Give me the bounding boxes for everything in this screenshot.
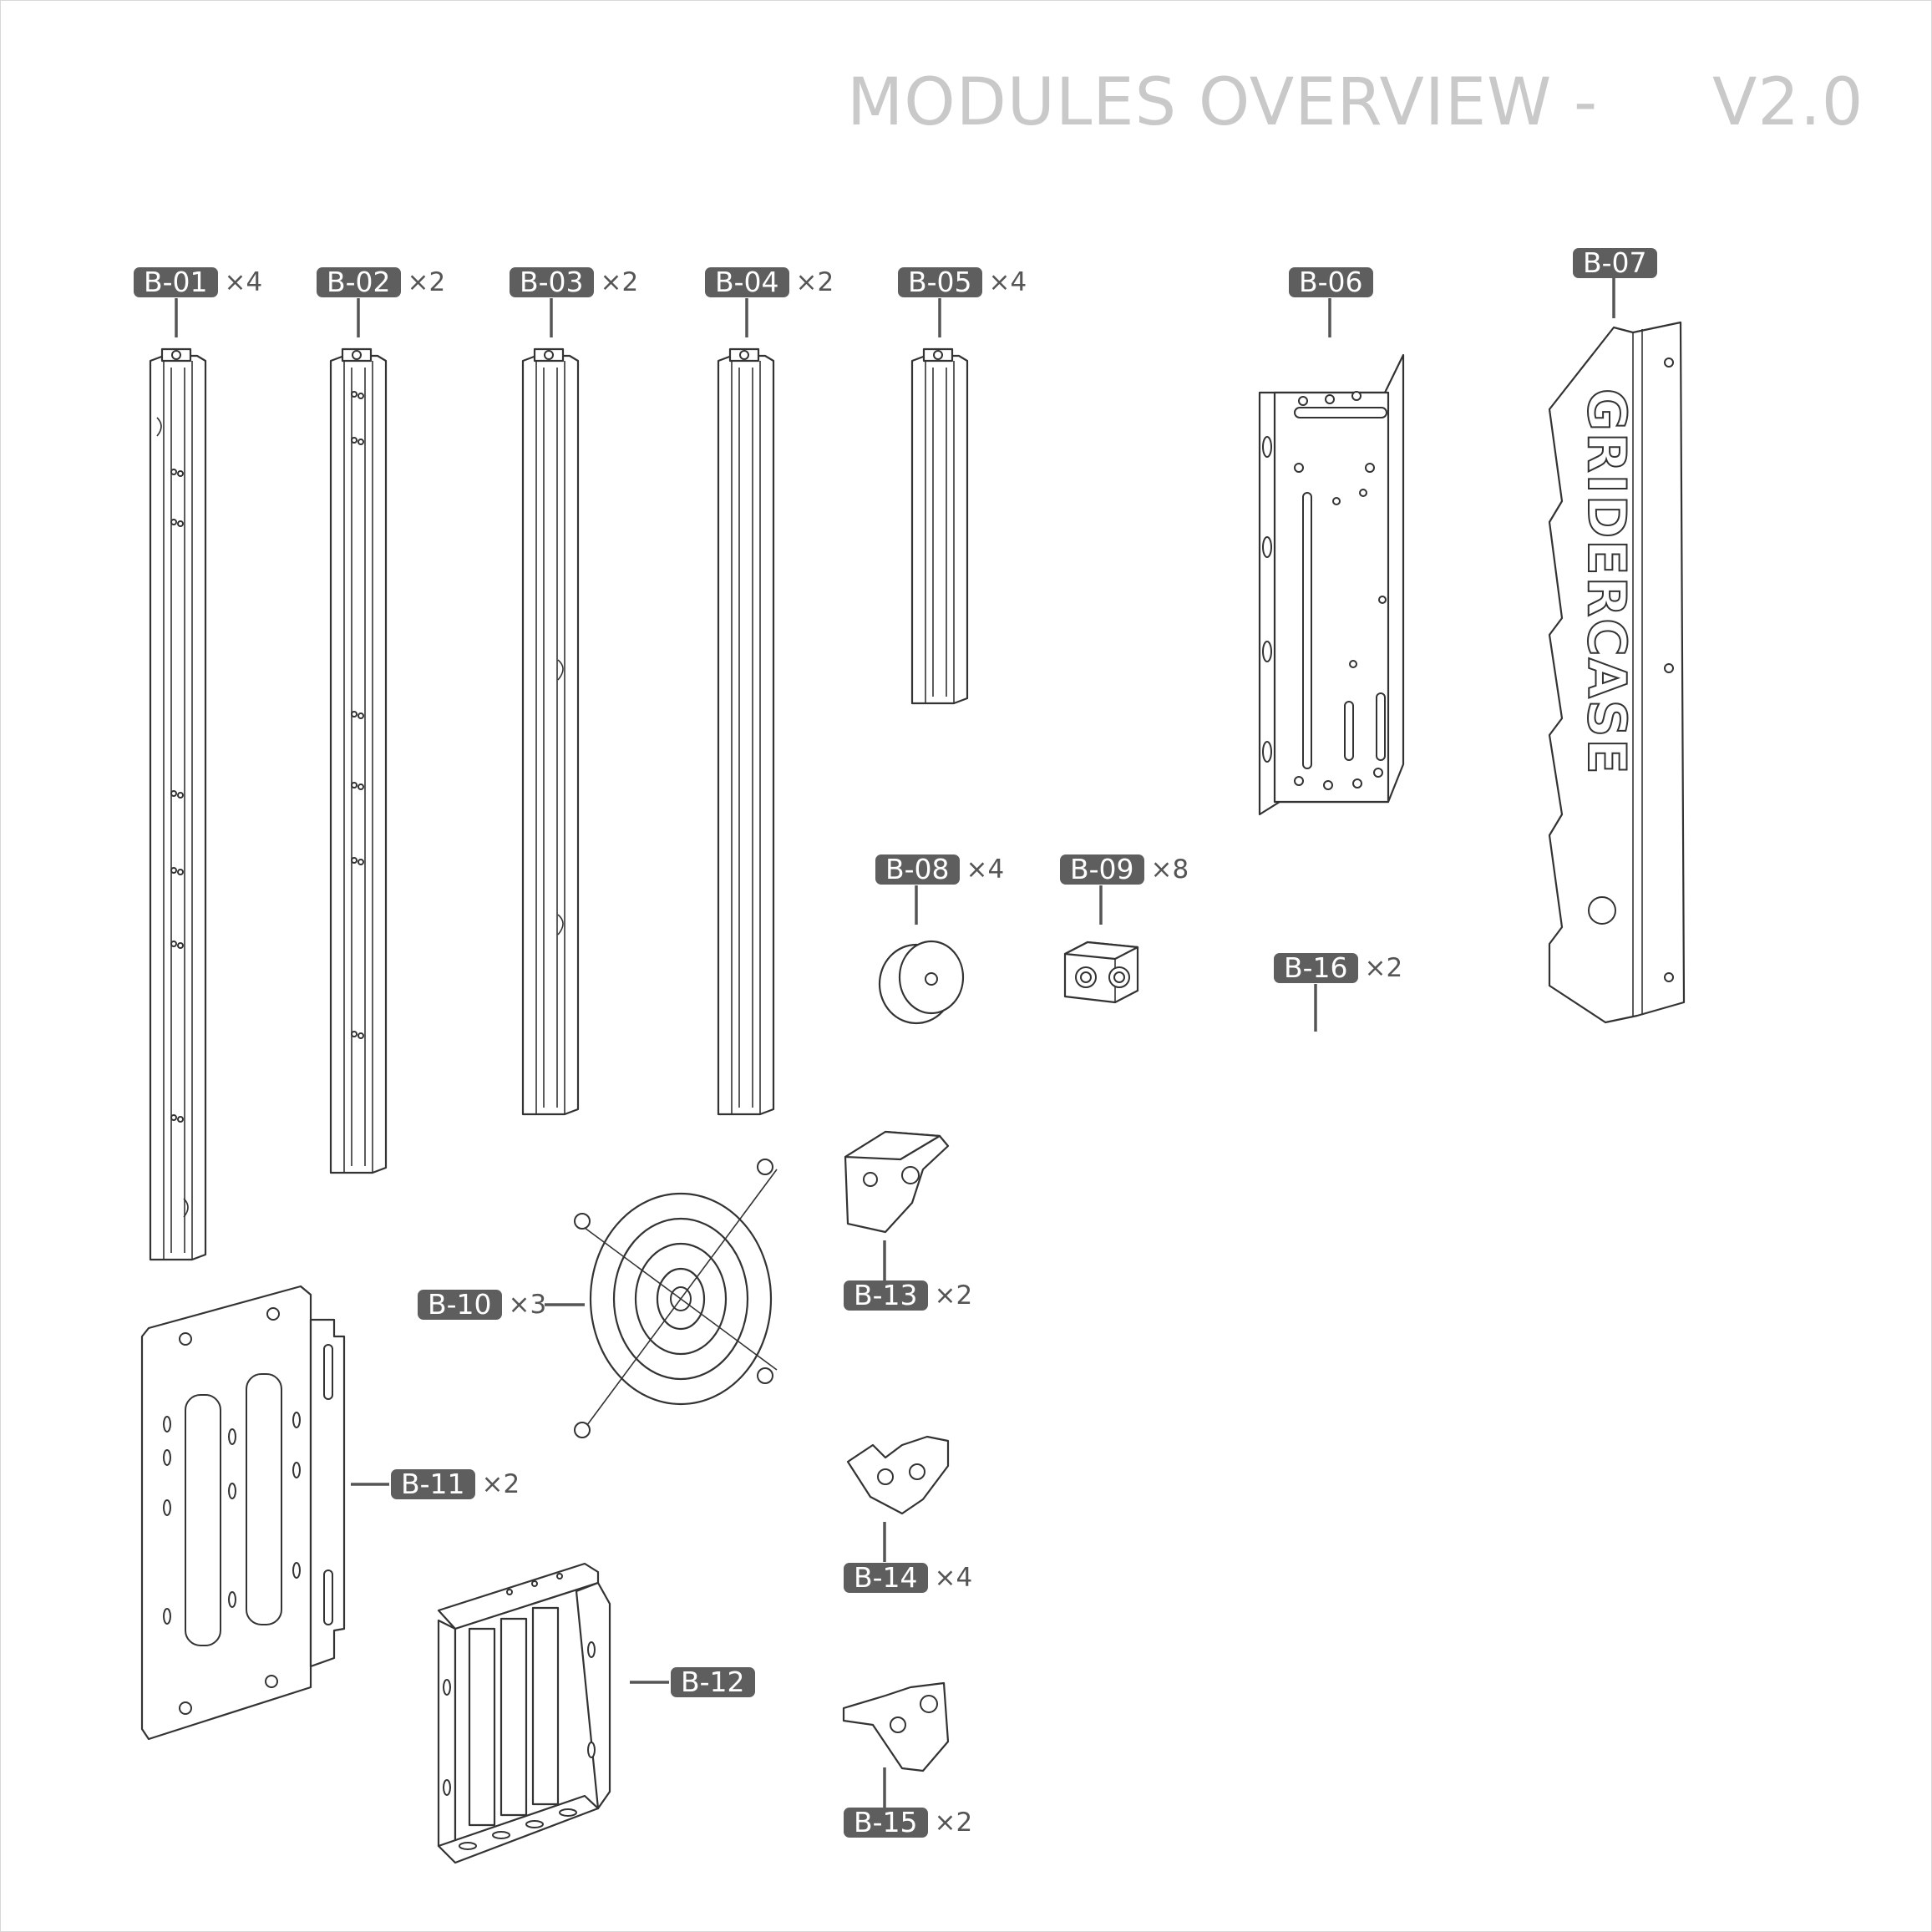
b07-logo-text: GRIDERCASE xyxy=(1576,388,1637,776)
part-label-b11: B-11 ×2 xyxy=(391,1469,520,1499)
part-id-badge: B-13 xyxy=(844,1280,928,1311)
b04-extrusion-drawing xyxy=(717,347,775,1116)
part-id-badge: B-09 xyxy=(1060,854,1144,885)
part-label-b14: B-14 ×4 xyxy=(844,1563,972,1593)
part-id-badge: B-08 xyxy=(875,854,960,885)
part-id-badge: B-03 xyxy=(510,267,594,297)
b07-bracket-drawing: GRIDERCASE xyxy=(1548,321,1686,1024)
b06-plate-drawing xyxy=(1258,353,1405,816)
part-label-b09: B-09 ×8 xyxy=(1060,854,1189,885)
b12-cage-drawing xyxy=(437,1562,611,1864)
b08-foot-drawing xyxy=(878,940,965,1025)
part-quantity: ×3 xyxy=(508,1290,547,1320)
part-label-b08: B-08 ×4 xyxy=(875,854,1004,885)
b05-extrusion-drawing xyxy=(910,347,969,705)
part-id-badge: B-16 xyxy=(1274,953,1358,983)
b15-clip-drawing xyxy=(842,1681,950,1772)
part-quantity: ×2 xyxy=(407,267,446,297)
b14-clip-drawing xyxy=(846,1435,950,1515)
part-quantity: ×2 xyxy=(600,267,639,297)
part-quantity: ×4 xyxy=(988,267,1027,297)
part-label-b03: B-03 ×2 xyxy=(510,267,638,297)
part-id-badge: B-07 xyxy=(1573,248,1657,278)
part-quantity: ×8 xyxy=(1150,854,1189,885)
part-label-b01: B-01 ×4 xyxy=(134,267,262,297)
part-label-b05: B-05 ×4 xyxy=(898,267,1027,297)
part-id-badge: B-11 xyxy=(391,1469,475,1499)
b13-clip-drawing xyxy=(844,1130,950,1234)
part-quantity: ×2 xyxy=(1364,953,1403,983)
page-title: MODULES OVERVIEW - xyxy=(847,65,1599,140)
part-id-badge: B-14 xyxy=(844,1563,928,1593)
version-label: V2.0 xyxy=(1712,65,1864,140)
part-id-badge: B-05 xyxy=(898,267,982,297)
part-id-badge: B-01 xyxy=(134,267,218,297)
part-quantity: ×2 xyxy=(795,267,834,297)
part-quantity: ×4 xyxy=(224,267,263,297)
b01-extrusion-drawing xyxy=(149,347,207,1261)
part-label-b02: B-02 ×2 xyxy=(317,267,445,297)
part-id-badge: B-02 xyxy=(317,267,401,297)
part-label-b13: B-13 ×2 xyxy=(844,1280,972,1311)
leader-lines xyxy=(175,278,1615,1808)
b02-extrusion-drawing xyxy=(329,347,388,1174)
part-quantity: ×4 xyxy=(966,854,1005,885)
part-label-b06: B-06 xyxy=(1289,267,1373,297)
b09-cube-drawing xyxy=(1063,941,1139,1004)
part-label-b07: B-07 xyxy=(1573,248,1657,278)
part-label-b10: B-10 ×3 xyxy=(418,1290,546,1320)
part-label-b16: B-16 ×2 xyxy=(1274,953,1402,983)
part-quantity: ×4 xyxy=(934,1563,973,1593)
b10-fan-grill-drawing xyxy=(574,1159,778,1438)
part-quantity: ×2 xyxy=(934,1280,973,1311)
part-label-b15: B-15 ×2 xyxy=(844,1808,972,1838)
part-quantity: ×2 xyxy=(934,1808,973,1838)
part-label-b12: B-12 xyxy=(671,1667,755,1697)
part-id-badge: B-12 xyxy=(671,1667,755,1697)
part-id-badge: B-06 xyxy=(1289,267,1373,297)
part-id-badge: B-15 xyxy=(844,1808,928,1838)
part-label-b04: B-04 ×2 xyxy=(705,267,834,297)
b11-plate-drawing xyxy=(140,1285,346,1741)
part-id-badge: B-10 xyxy=(418,1290,502,1320)
part-quantity: ×2 xyxy=(481,1469,520,1499)
part-id-badge: B-04 xyxy=(705,267,789,297)
b03-extrusion-drawing xyxy=(521,347,580,1116)
